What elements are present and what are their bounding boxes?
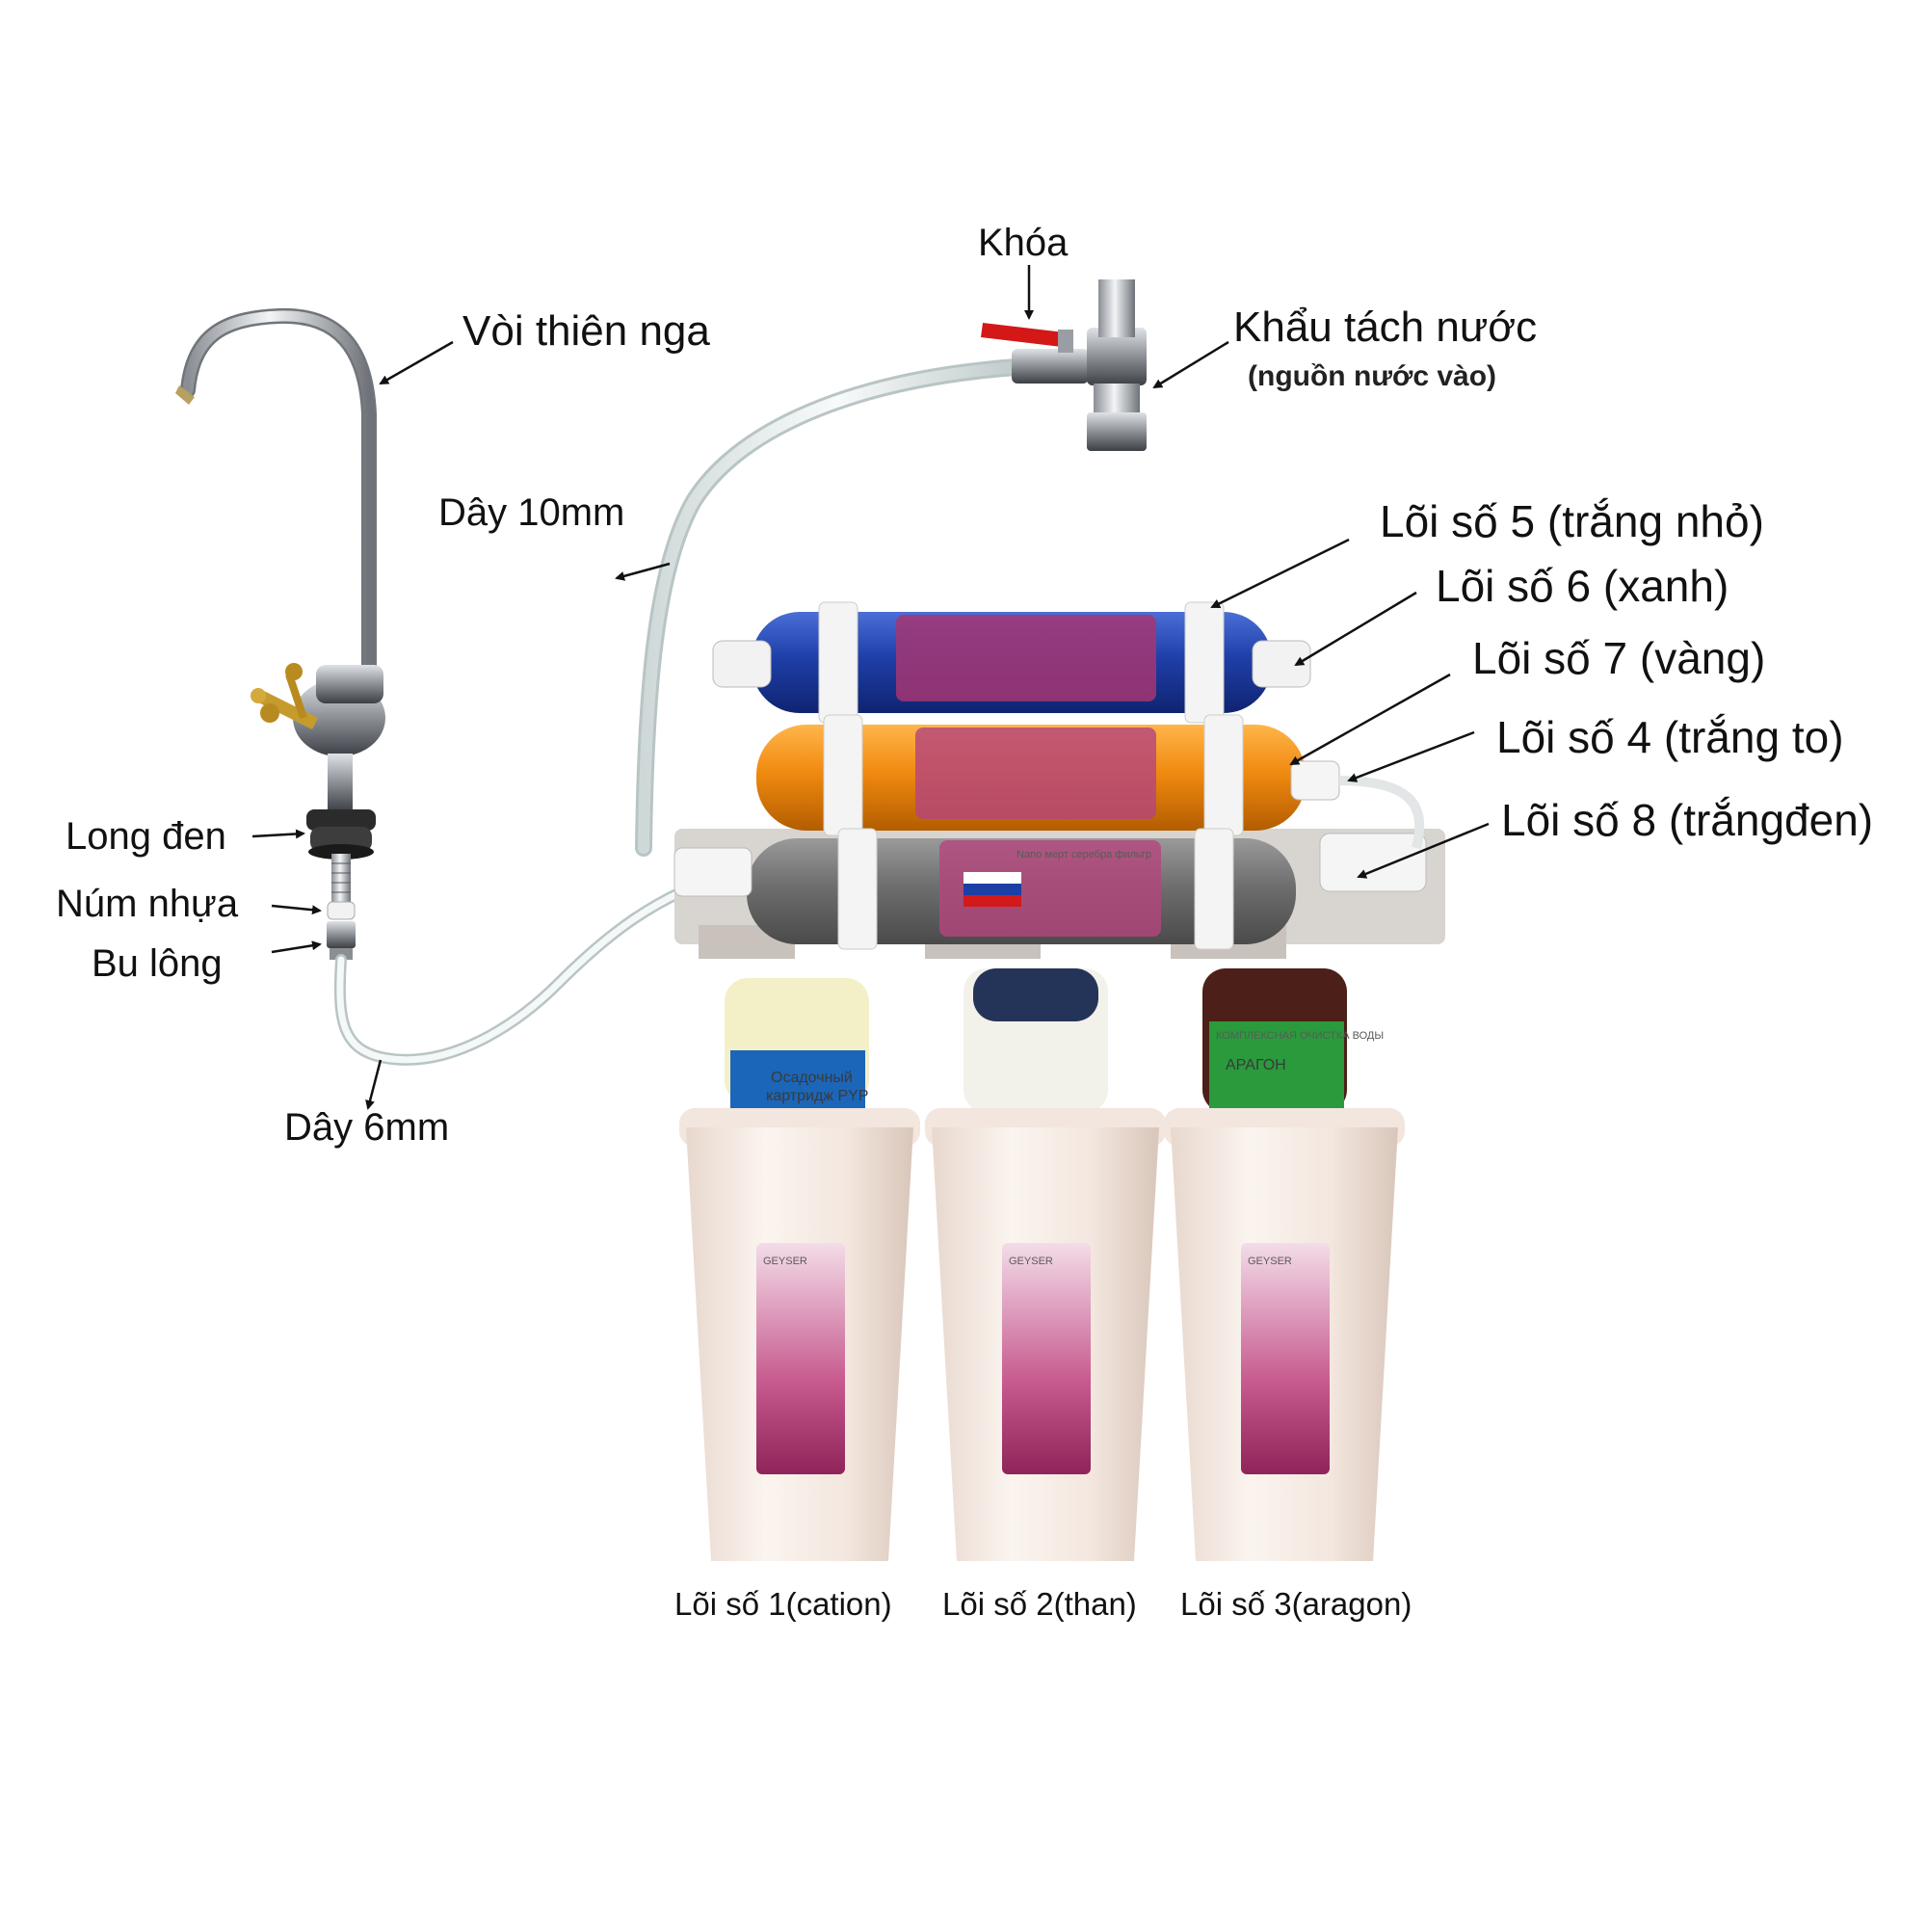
housing-1: Осадочный картридж PYP GEYSER <box>679 978 920 1561</box>
housing-3: АРАГОН КОМПЛЕКСНАЯ ОЧИСТКА ВОДЫ GEYSER <box>1164 968 1405 1561</box>
label-nguon-nuoc-vao: (nguồn nước vào) <box>1248 360 1497 392</box>
housing-2: GEYSER <box>925 968 1166 1561</box>
annotation-arrows <box>251 265 1490 1110</box>
label-voi-thien-nga: Vòi thiên nga <box>462 307 710 355</box>
tube-6mm <box>333 866 738 1066</box>
brand-text-3: GEYSER <box>1248 1256 1292 1267</box>
label-loi-8: Lõi số 8 (trắngđen) <box>1501 795 1874 845</box>
aragon-title: АРАГОН <box>1226 1057 1286 1073</box>
feed-water-valve <box>981 279 1147 451</box>
brand-text-2: GEYSER <box>1009 1256 1053 1267</box>
label-loi-2: Lõi số 2(than) <box>942 1586 1137 1622</box>
label-loi-7: Lõi số 7 (vàng) <box>1472 633 1766 683</box>
sediment-text-1: Осадочный <box>771 1070 853 1086</box>
label-loi-3: Lõi số 3(aragon) <box>1180 1586 1412 1622</box>
label-loi-4: Lõi số 4 (trắng to) <box>1496 712 1844 762</box>
ro-filter-unit: Nano мерт серебра фильтр <box>673 601 1445 959</box>
label-khoa: Khóa <box>978 222 1069 264</box>
label-bu-long: Bu lông <box>92 942 223 985</box>
label-loi-6: Lõi số 6 (xanh) <box>1436 561 1729 611</box>
nano-text: Nano мерт серебра фильтр <box>1016 849 1151 860</box>
label-day-6mm: Dây 6mm <box>284 1106 450 1149</box>
label-loi-1: Lõi số 1(cation) <box>674 1586 892 1622</box>
label-loi-5: Lõi số 5 (trắng nhỏ) <box>1380 496 1764 546</box>
brand-text-1: GEYSER <box>763 1256 807 1267</box>
sediment-text-2: картридж PYP <box>766 1088 868 1104</box>
aragon-header: КОМПЛЕКСНАЯ ОЧИСТКА ВОДЫ <box>1216 1030 1384 1042</box>
swan-faucet <box>175 307 385 960</box>
label-khau-tach-nuoc: Khẩu tách nước <box>1233 304 1538 351</box>
label-long-den: Long đen <box>66 815 226 858</box>
label-day-10mm: Dây 10mm <box>438 491 625 534</box>
label-num-nhua: Núm nhựa <box>56 883 239 925</box>
